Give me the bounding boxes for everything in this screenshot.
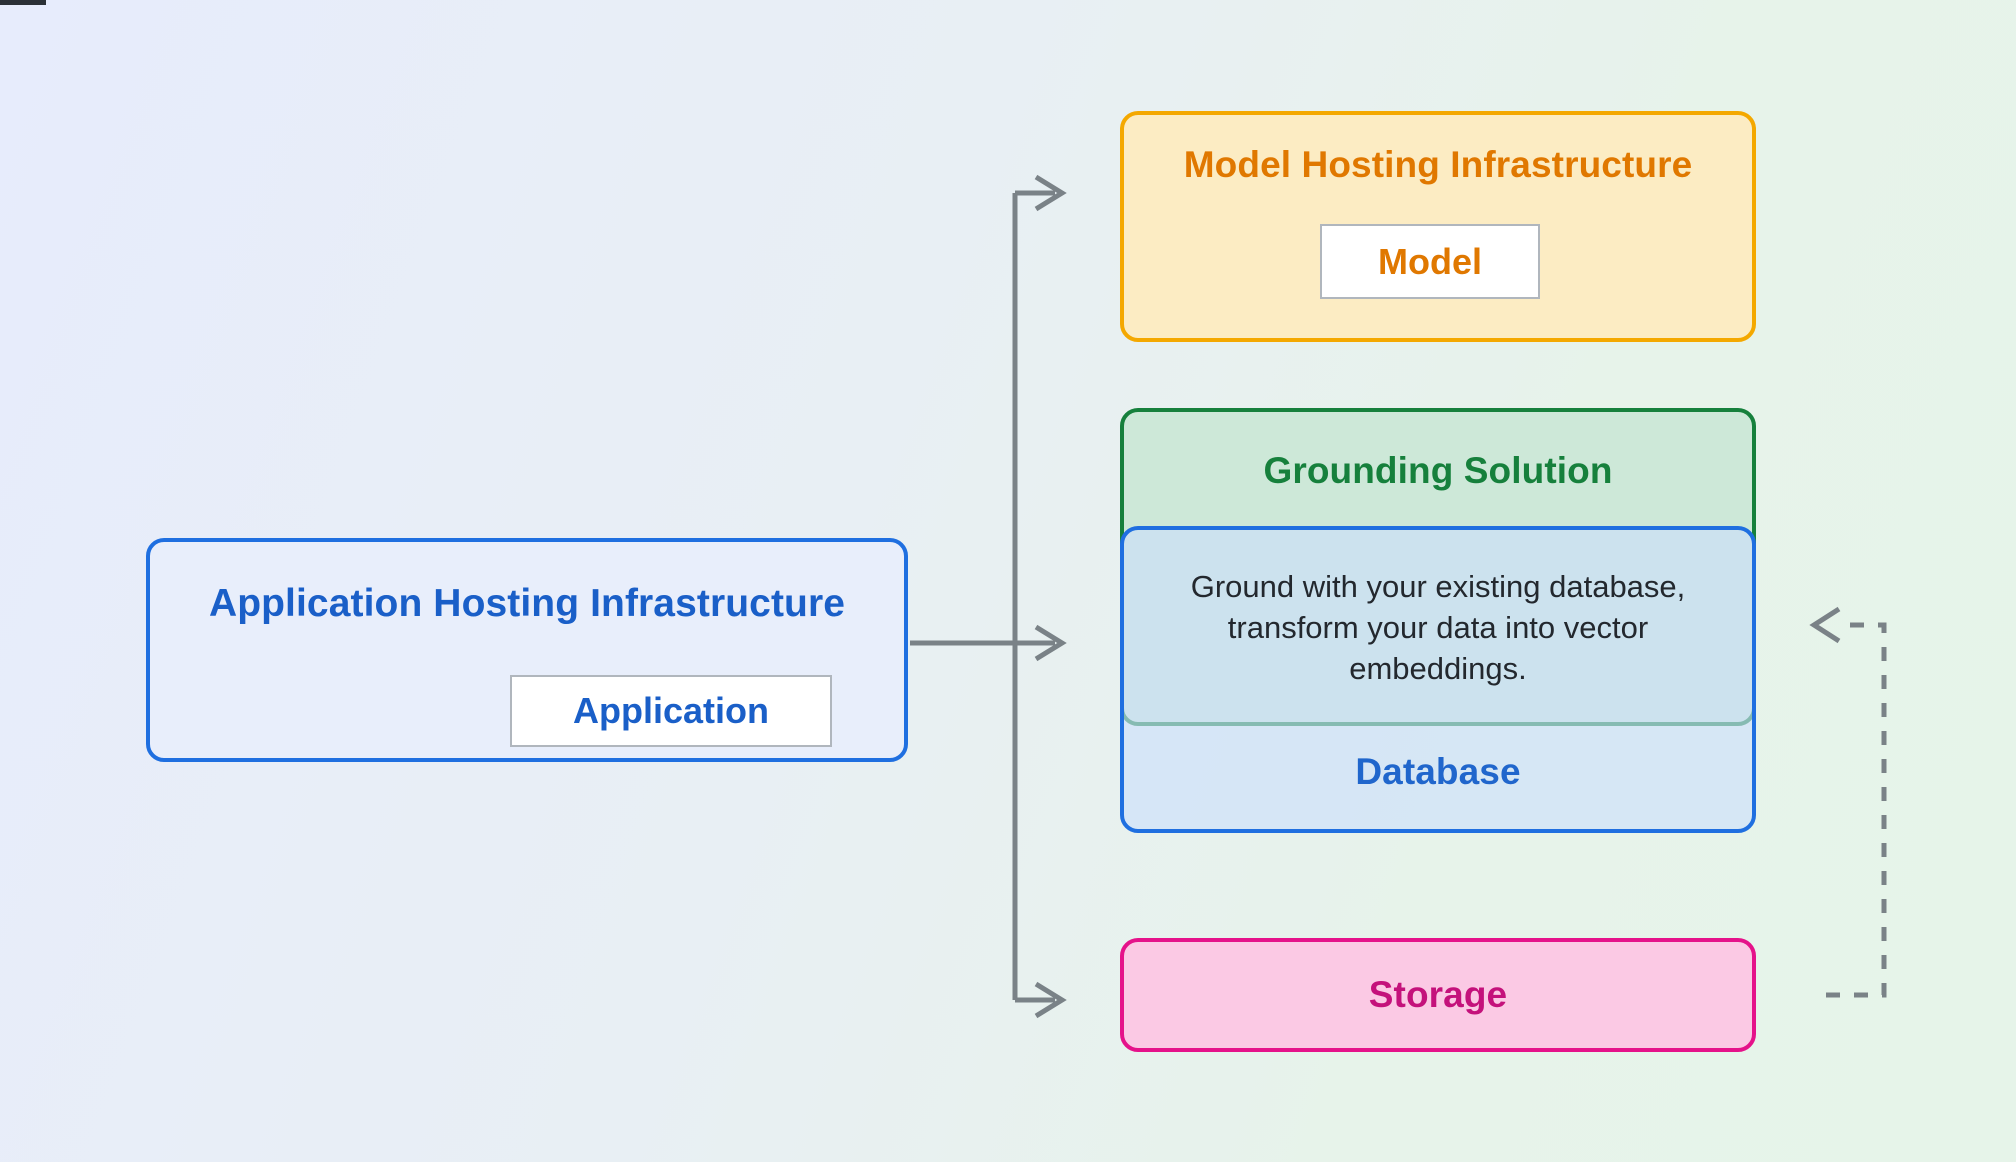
database-title: Database	[1355, 751, 1521, 792]
arrowhead-model-icon	[1034, 174, 1067, 212]
database-box[interactable]: Database	[1120, 526, 1756, 833]
connector-storage-to-database-dashed	[1826, 622, 1887, 998]
arrowhead-storage-icon	[1034, 981, 1067, 1019]
grounding-description: Ground with your existing database, tran…	[1190, 569, 1686, 687]
model-chip[interactable]: Model	[1320, 224, 1540, 299]
application-hosting-box[interactable]: Application Hosting Infrastructure Appli…	[146, 538, 908, 762]
application-hosting-title: Application Hosting Infrastructure	[208, 582, 846, 625]
model-hosting-box[interactable]: Model Hosting Infrastructure Model	[1120, 111, 1756, 342]
grounding-solution-title: Grounding Solution	[1263, 450, 1613, 491]
application-chip[interactable]: Application	[510, 675, 832, 747]
top-edge-artifact	[0, 0, 46, 5]
model-hosting-title: Model Hosting Infrastructure	[1183, 144, 1693, 185]
storage-title: Storage	[1368, 974, 1508, 1015]
arrowhead-database-return-icon	[1809, 606, 1841, 644]
storage-box[interactable]: Storage	[1120, 938, 1756, 1052]
arrowhead-grounding-icon	[1034, 624, 1067, 662]
